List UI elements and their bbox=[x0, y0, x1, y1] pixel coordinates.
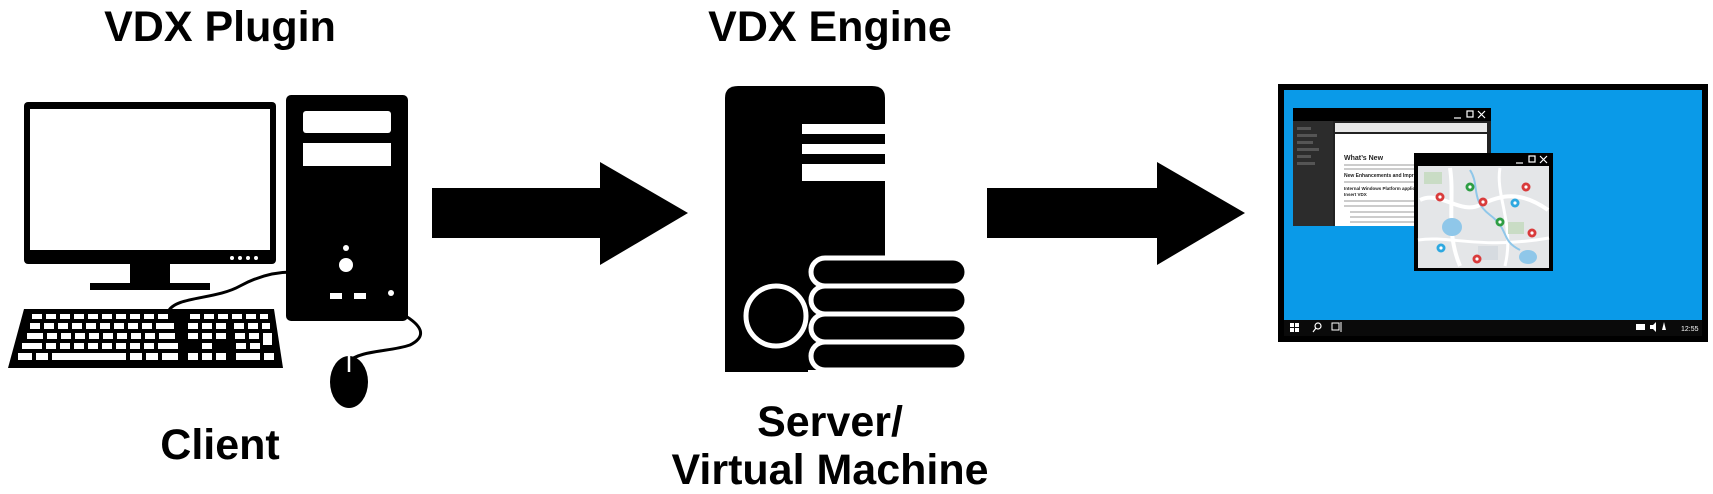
network-icon bbox=[1662, 322, 1666, 330]
pin-icon bbox=[1465, 182, 1475, 192]
volume-icon bbox=[1650, 322, 1656, 332]
maximize-icon bbox=[1466, 110, 1474, 118]
server-label-line1: Server/ bbox=[757, 398, 903, 446]
maximize-icon bbox=[1528, 155, 1536, 163]
pin-icon bbox=[1495, 217, 1505, 227]
doc-subheading: New Enhancements and Improvements bbox=[1344, 173, 1437, 179]
pin-icon bbox=[1510, 198, 1520, 208]
pin-icon bbox=[1521, 182, 1531, 192]
pc-tower-icon bbox=[286, 95, 408, 321]
monitor-icon bbox=[24, 102, 276, 290]
keyboard-icon bbox=[8, 309, 283, 368]
battery-icon bbox=[1636, 324, 1645, 330]
taskbar-clock: 12:55 bbox=[1681, 326, 1699, 333]
engine-title: VDX Engine bbox=[708, 3, 952, 51]
pin-icon bbox=[1527, 228, 1537, 238]
close-icon bbox=[1477, 110, 1486, 119]
close-icon bbox=[1539, 155, 1548, 164]
server-icon bbox=[725, 86, 970, 376]
pin-icon bbox=[1472, 254, 1482, 264]
plugin-title: VDX Plugin bbox=[104, 3, 336, 51]
doc-bullet-sub: Insert VDX bbox=[1344, 192, 1367, 197]
mouse-icon bbox=[330, 356, 368, 408]
taskbar bbox=[1284, 320, 1702, 336]
doc-heading: What’s New bbox=[1344, 155, 1384, 162]
client-label: Client bbox=[160, 421, 280, 469]
pin-icon bbox=[1478, 197, 1488, 207]
pin-icon bbox=[1436, 243, 1446, 253]
map-window bbox=[1414, 153, 1553, 271]
arrow-right-icon bbox=[987, 162, 1245, 265]
server-label-line2: Virtual Machine bbox=[671, 446, 989, 494]
start-icon bbox=[1290, 323, 1299, 332]
map-pins bbox=[1435, 182, 1537, 264]
search-icon bbox=[1312, 322, 1322, 333]
doc-bullet-title: Internal Windows Platform application bbox=[1344, 186, 1426, 191]
arrow-right-icon bbox=[432, 162, 688, 265]
client-computer-icon bbox=[8, 95, 422, 408]
remote-desktop-screen: 12:55 What’s New New Enhancement bbox=[1278, 84, 1708, 342]
server-label: Server/ Virtual Machine bbox=[660, 398, 1000, 494]
pin-icon bbox=[1435, 192, 1445, 202]
task-view-icon bbox=[1331, 322, 1342, 332]
